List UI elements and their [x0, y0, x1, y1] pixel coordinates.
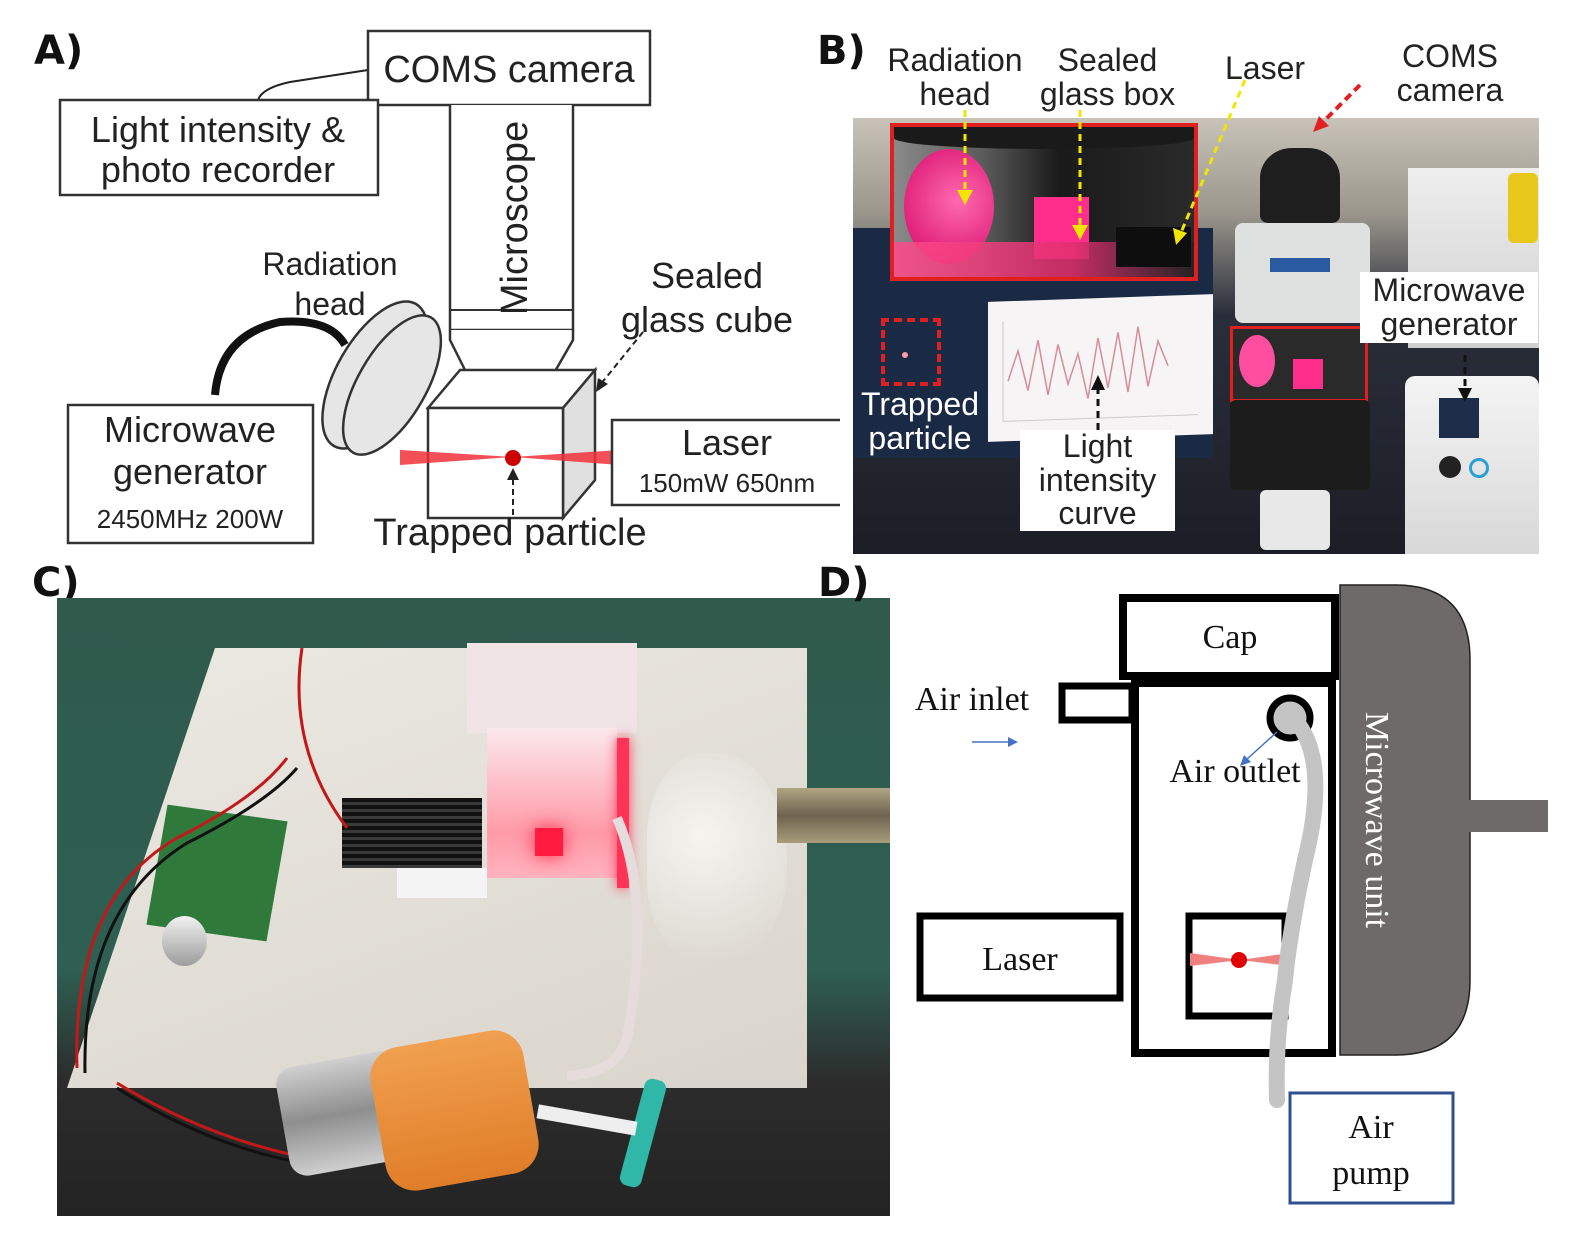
- panel-a: A) COMS camera Light intensity & photo r…: [0, 0, 844, 560]
- air-pump-photo: [365, 1025, 544, 1196]
- b-laser-label: Laser: [1224, 50, 1306, 86]
- d-laser-box: [916, 912, 1124, 1002]
- microscope-photo: [1230, 138, 1370, 553]
- coax-connector: [777, 788, 890, 843]
- trapped-particle-dot: [505, 450, 521, 466]
- microwave-unit-label: Microwave unit: [1358, 712, 1395, 929]
- recorder-label-2: photo recorder: [101, 149, 335, 190]
- wires: [75, 647, 643, 1166]
- b-intensity-curve-label: Light intensity curve: [1020, 429, 1175, 531]
- generator-box: [66, 403, 315, 545]
- air-tube: [566, 815, 643, 1081]
- panel-b: B): [815, 0, 1589, 560]
- radiation-head-label-2: head: [294, 286, 365, 322]
- radiation-head-label-1: Radiation: [262, 246, 397, 282]
- radiation-head-photo: [647, 753, 787, 963]
- trapped-particle-box: [881, 318, 941, 386]
- air-inlet-tube: [1058, 682, 1136, 724]
- microwave-unit: [1339, 584, 1471, 1056]
- laser-beam: [400, 450, 513, 465]
- microwave-waveguide: [1468, 800, 1548, 832]
- air-outlet-label: Air outlet: [1169, 753, 1301, 790]
- laser-heatsink: [342, 798, 482, 868]
- radiation-head-icon: [321, 300, 443, 456]
- b-trapped-particle-label: Trapped particle: [861, 386, 979, 456]
- cap-box: [1119, 594, 1339, 680]
- panel-d-label: D): [818, 560, 870, 606]
- intensity-curve-plot: [1002, 321, 1198, 422]
- air-pump-label-1: Air: [1348, 1109, 1394, 1146]
- air-inlet-label: Air inlet: [915, 681, 1030, 718]
- d-trapped-particle: [1231, 952, 1247, 968]
- camera-label: COMS camera: [383, 49, 635, 91]
- panel-b-arrows: [957, 79, 1472, 430]
- generator-photo: [1405, 376, 1539, 554]
- recorder-label-1: Light intensity &: [91, 109, 345, 150]
- lab-setup-photo: [853, 118, 1539, 554]
- laser-box: [610, 418, 844, 507]
- glass-cube-label-2: glass cube: [621, 299, 793, 340]
- intensity-curve-screen: [988, 294, 1213, 442]
- air-pump-label-2: pump: [1332, 1155, 1409, 1192]
- air-pump-box: [1288, 1091, 1455, 1205]
- cap-label: Cap: [1203, 619, 1258, 656]
- panel-d-schematic: Microwave unit Cap Air inlet Air outlet …: [915, 584, 1548, 1205]
- b-radiation-head-label: Radiation head: [875, 43, 1035, 112]
- generator-label-1: Microwave: [104, 409, 276, 450]
- panel-a-schematic: COMS camera Light intensity & photo reco…: [58, 29, 844, 554]
- generator-cable: [211, 317, 349, 396]
- b-generator-label: Microwave generator: [1360, 272, 1538, 344]
- prototype-photo: [57, 598, 890, 1216]
- b-camera-label: COMS camera: [1396, 38, 1504, 108]
- recorder-cable: [257, 69, 369, 101]
- controller-knob: [162, 916, 207, 966]
- generator-display: [1439, 398, 1479, 438]
- panel-b-label: B): [817, 28, 866, 74]
- sealed-cube-housing: [467, 643, 637, 733]
- d-laser-beam: [1190, 953, 1240, 966]
- d-air-tube: [1268, 712, 1324, 1108]
- laser-arrow: [1178, 79, 1247, 236]
- camera-box: [366, 29, 652, 107]
- trapped-particle-dot: [902, 352, 908, 358]
- camera-arrow: [1318, 83, 1362, 127]
- generator-label-2: generator: [113, 451, 267, 492]
- d-laser-label: Laser: [982, 941, 1058, 978]
- inset-highlight-box: [890, 123, 1198, 281]
- b-glass-box-label: Sealed glass box: [1035, 43, 1180, 112]
- glass-cube-icon: [425, 366, 598, 522]
- panel-c: C): [0, 560, 900, 1235]
- glass-cube-label-1: Sealed: [651, 255, 763, 296]
- air-outlet-arrow: [1245, 731, 1278, 761]
- glass-cube-arrow: [599, 331, 644, 386]
- microscope-label: Microscope: [494, 121, 536, 315]
- microscope-inset-box: [1230, 326, 1368, 402]
- panel-d: D) Microwave unit Cap Air inlet Air outl…: [818, 560, 1589, 1235]
- laser-spec: 150mW 650nm: [639, 468, 815, 498]
- particle-label: Trapped particle: [373, 512, 646, 554]
- generator-spec: 2450MHz 200W: [97, 504, 284, 534]
- recorder-box: [58, 98, 380, 197]
- glowing-cube: [535, 828, 563, 856]
- laser-label: Laser: [682, 422, 772, 463]
- panel-a-label: A): [34, 28, 84, 74]
